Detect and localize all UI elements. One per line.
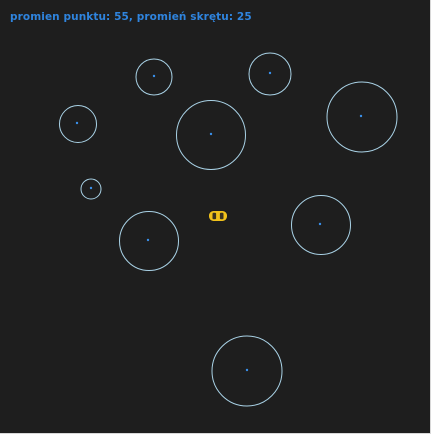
target-point — [291, 195, 351, 255]
target-point — [80, 178, 102, 200]
target-point — [119, 211, 179, 271]
car-icon[interactable] — [209, 211, 227, 221]
target-point — [176, 100, 246, 170]
status-label: promien punktu: 55, promień skrętu: 25 — [10, 11, 252, 23]
target-point — [59, 105, 97, 143]
target-point — [248, 52, 292, 96]
target-point — [135, 58, 173, 96]
target-point — [211, 335, 283, 407]
target-point — [326, 81, 398, 153]
